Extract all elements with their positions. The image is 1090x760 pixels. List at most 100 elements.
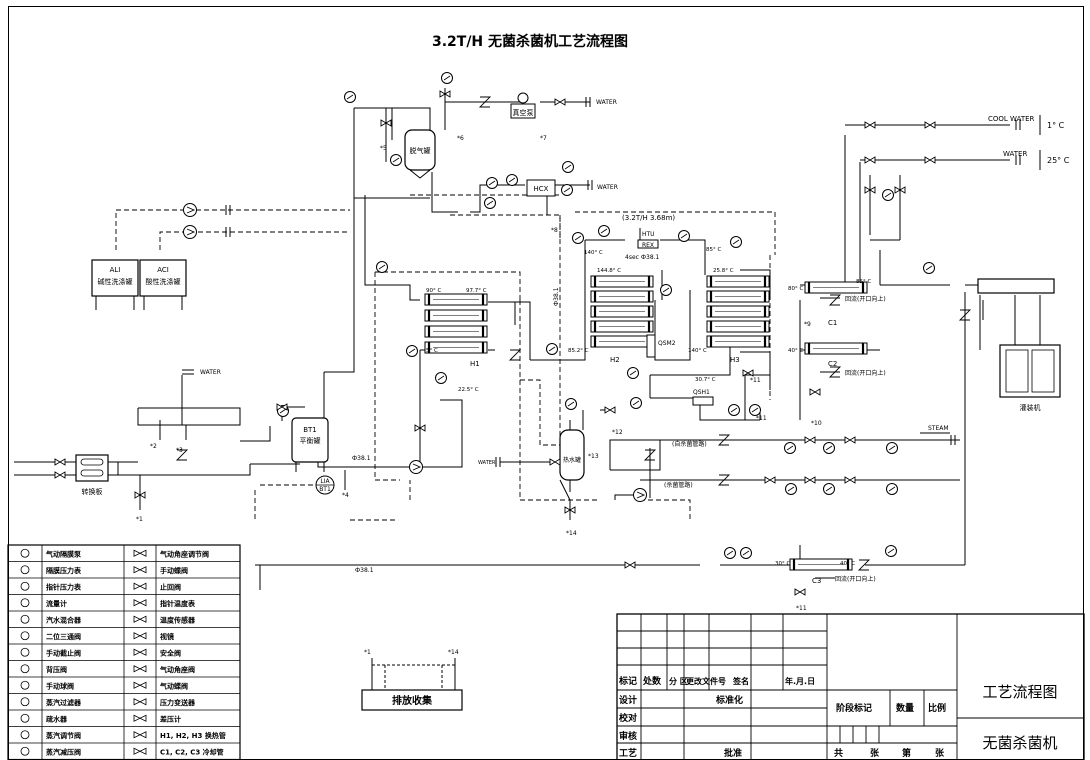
swap-plate: 转换板 — [75, 454, 109, 496]
legend-symbol-icon — [20, 697, 30, 707]
legend-symbol-icon — [133, 582, 147, 590]
tb-product-name: 无菌杀菌机 — [982, 734, 1057, 752]
temp-h2b: 85.2° C — [568, 348, 589, 354]
h1-label: H1 — [470, 360, 480, 368]
temp-c3b: 40° C — [840, 561, 855, 567]
drain-6: *6 — [457, 135, 464, 142]
drain-9: *9 — [804, 321, 811, 328]
diameter-label-c: Ф38.1 — [553, 287, 560, 306]
h3-label: H3 — [730, 356, 740, 364]
legend-item-label: 手动球阀 — [46, 681, 74, 690]
legend-item-label: 压力变送器 — [160, 698, 196, 707]
legend-symbol-icon — [20, 730, 30, 740]
tb-standard: 标准化 — [715, 694, 743, 706]
balance-tank: BT1 平衡罐 — [291, 417, 329, 472]
hot-tank-label: 热水罐 — [563, 456, 581, 464]
legend-symbol-icon — [20, 713, 30, 723]
drain-11a: *11 — [750, 377, 761, 384]
diameter-label-b: Ф38.1 — [355, 567, 374, 574]
legend-item-label: 背压阀 — [46, 665, 67, 674]
water-top-label: WATER — [596, 99, 617, 106]
temp-h1c: 5° C — [426, 348, 438, 354]
c3-label: C3 — [812, 577, 821, 585]
htu-label: HTU — [642, 231, 655, 238]
title-block — [616, 613, 1085, 760]
tb-zone: 分 区 — [669, 676, 688, 686]
water-hcx-label: WATER — [597, 184, 618, 191]
tb-review: 审核 — [619, 730, 637, 742]
legend-symbol-icon — [133, 731, 147, 739]
htu-capacity: (3.2T/H 3.68m) — [622, 214, 675, 222]
hot-water-tank: 热水罐 — [559, 429, 585, 481]
temp-htua: 140° C — [584, 250, 603, 256]
steam-label: STEAM — [928, 425, 949, 432]
legend-item-label: 汽水混合器 — [46, 615, 82, 624]
legend-item-label: H1, H2, H3 换热管 — [160, 731, 226, 740]
legend-symbol-icon — [20, 746, 30, 756]
deaerator-tank: 脱气罐 — [404, 129, 436, 179]
drain-13: *13 — [588, 453, 599, 460]
temp-c2: 40° C — [788, 348, 803, 354]
drain-5: *5 — [380, 145, 387, 152]
cip-dashed-lines — [115, 194, 776, 521]
drain-11b: *11 — [756, 415, 767, 422]
legend-symbol-icon — [20, 680, 30, 690]
temp-qsm: 30.7° C — [695, 377, 716, 383]
drain-1: *1 — [136, 516, 143, 523]
lia-label: LIA — [320, 478, 330, 485]
drain-8: *8 — [551, 227, 558, 234]
solid-piping — [14, 88, 1045, 590]
legend-symbol-icon — [20, 581, 30, 591]
rex-label: REX — [642, 242, 654, 249]
tb-sheet1: 张 — [870, 747, 880, 759]
drain-12: *12 — [612, 429, 623, 436]
tb-drawing-name: 工艺流程图 — [982, 683, 1057, 701]
drain-11c: *11 — [796, 605, 807, 612]
filler-machine: 灌装机 — [977, 278, 1061, 412]
legend-symbol-icon — [20, 647, 30, 657]
vacuum-pump-label: 真空泵 — [513, 108, 534, 117]
cooler-c2: C2 — [803, 341, 869, 368]
tb-mark: 标记 — [618, 675, 637, 687]
cip-pump-1-icon — [183, 203, 197, 217]
bt1-code: BT1 — [303, 426, 317, 434]
legend-item-label: 差压计 — [160, 714, 181, 723]
legend-item-label: 蒸汽过滤器 — [46, 698, 82, 707]
hcx-label: HCX — [534, 185, 549, 193]
drain-10: *10 — [811, 420, 822, 427]
tb-count: 处数 — [642, 675, 662, 687]
cip-pump-2-icon — [183, 225, 197, 239]
legend-symbol-icon — [133, 698, 147, 706]
return-label-3: 回流(开口向上) — [835, 575, 876, 583]
tb-sheet2: 张 — [935, 747, 945, 759]
drain-7: *7 — [540, 135, 547, 142]
tb-date: 年.月.日 — [785, 676, 815, 686]
alkali-code: ALI — [110, 266, 121, 274]
valves — [54, 90, 936, 596]
title-block-text: 标记 处数 分 区 更改文件号 签名 年.月.日 设计 标准化 校对 审核 工艺… — [618, 675, 1058, 759]
legend-symbol-icon — [133, 566, 147, 574]
legend-item-label: 气动蝶阀 — [159, 681, 188, 690]
temp-c1b: 85° C — [856, 279, 871, 285]
legend-item-label: 隔膜压力表 — [46, 566, 82, 575]
cool-water-label: COOL WATER — [988, 115, 1035, 123]
legend-symbol-icon — [133, 747, 147, 755]
tb-qty: 数量 — [896, 702, 914, 714]
deaerator-label: 脱气罐 — [410, 146, 431, 155]
cooler-c3: C3 — [788, 557, 854, 585]
temp-h1b: 97.7° C — [466, 288, 487, 294]
return-label-1: 回流(开口向上) — [845, 295, 886, 303]
legend-item-label: 蒸汽调节阀 — [46, 731, 81, 740]
tb-approve: 批准 — [724, 747, 742, 759]
level-indicator: LIA BT1 — [315, 475, 335, 495]
drain-3: *3 — [176, 447, 183, 454]
qsm1-label: QSH1 — [693, 389, 710, 396]
heat-exchanger-h3: H3 — [705, 274, 771, 364]
acid-cip-tank: ACI 酸性洗涤罐 — [139, 259, 187, 310]
legend-item-label: 视镜 — [160, 632, 174, 641]
drain-box-s1: *1 — [364, 649, 371, 656]
legend-symbol-icon — [133, 714, 147, 722]
temp-h1a: 90° C — [426, 288, 441, 294]
drain-box-s14: *14 — [448, 649, 459, 656]
